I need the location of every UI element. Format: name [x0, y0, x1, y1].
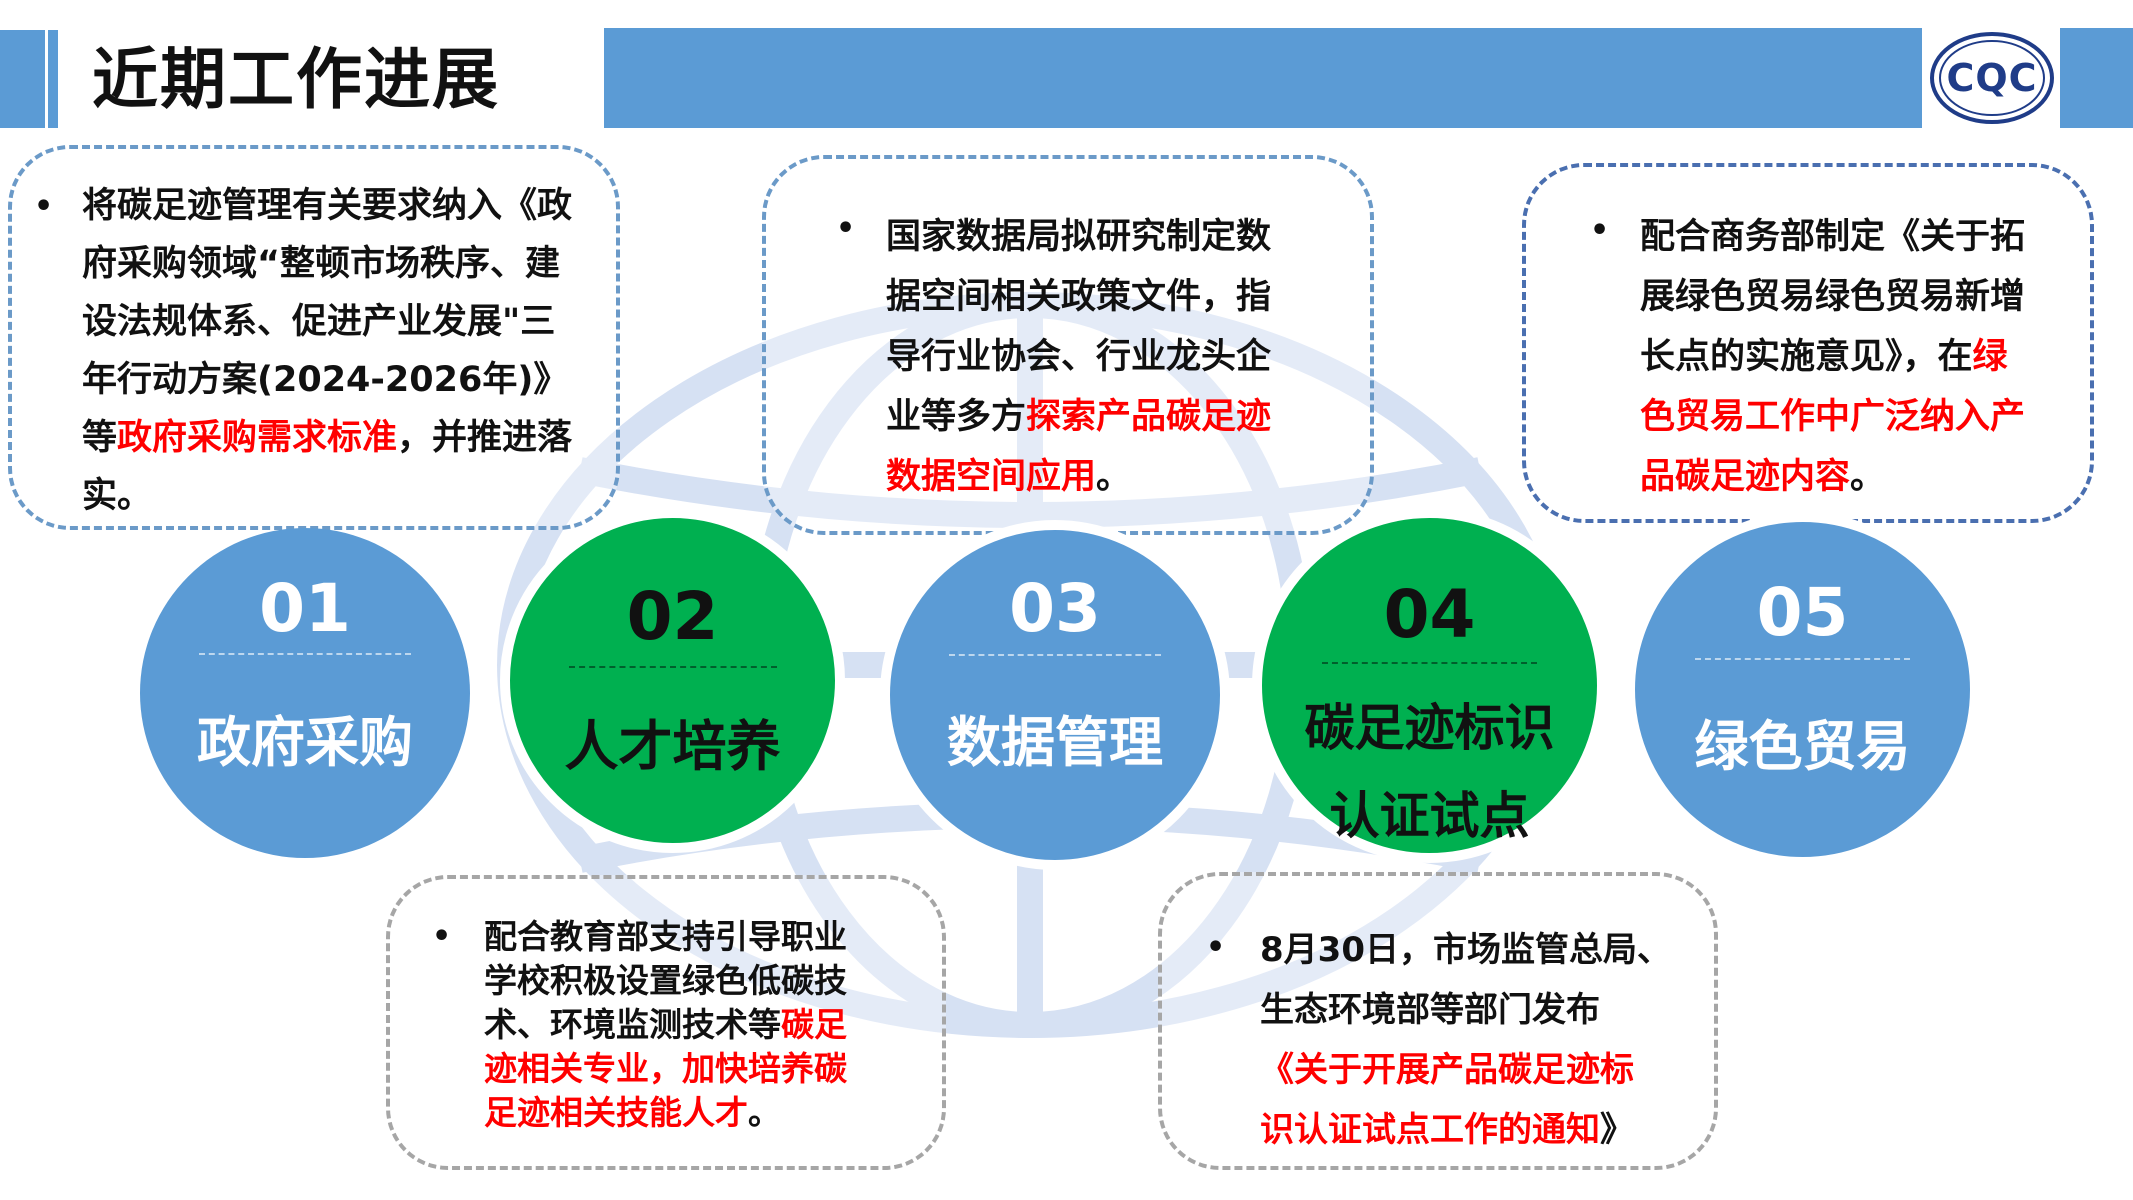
talent-training-box: • 配合教育部支持引导职业 学校积极设置绿色低碳技 术、环境监测技术等碳足 迹相… — [386, 875, 946, 1170]
text-line: 配合商务部制定《关于拓 — [1640, 217, 2026, 257]
circle-label: 绿色贸易 — [1694, 715, 1911, 778]
text-normal: 业等多方 — [886, 397, 1027, 437]
text-line: 等政府采购需求标准，并推进落 — [82, 409, 572, 467]
circle-number: 01 — [259, 570, 351, 647]
circle-02-talent-training: 02 人才培养 — [500, 508, 845, 853]
text-line: 学校积极设置绿色低碳技 — [484, 961, 847, 1000]
text-line: 国家数据局拟研究制定数 — [886, 217, 1272, 257]
text-line: 术、环境监测技术等碳足 — [484, 1003, 847, 1047]
bullet-icon: • — [432, 919, 452, 954]
cqc-logo-icon: CQC — [1928, 28, 2056, 128]
carbon-label-pilot-box: • 8月30日，市场监管总局、 生态环境部等部门发布 《关于开展产品碳足迹标 识… — [1158, 872, 1718, 1170]
text-line: 8月30日，市场监管总局、 — [1260, 930, 1671, 970]
highlight-text: 政府采购需求标准 — [117, 418, 398, 458]
circle-label: 认证试点 — [1329, 787, 1530, 845]
highlight-text: 数据空间应用 — [886, 457, 1097, 497]
green-trade-text: 配合商务部制定《关于拓 展绿色贸易绿色贸易新增 长点的实施意见》，在绿 色贸易工… — [1640, 207, 2025, 507]
circle-label: 碳足迹标识 — [1304, 699, 1555, 757]
text-line: 色贸易工作中广泛纳入产 — [1640, 387, 2025, 447]
text-line: 长点的实施意见》，在绿 — [1640, 327, 2025, 387]
circle-divider — [199, 653, 411, 655]
green-trade-box: • 配合商务部制定《关于拓 展绿色贸易绿色贸易新增 长点的实施意见》，在绿 色贸… — [1522, 163, 2094, 523]
circle-number: 02 — [626, 578, 719, 655]
talent-training-text: 配合教育部支持引导职业 学校积极设置绿色低碳技 术、环境监测技术等碳足 迹相关专… — [484, 915, 847, 1135]
text-normal: ，并推进落 — [397, 418, 573, 458]
text-line: 据空间相关政策文件，指 — [886, 277, 1272, 317]
text-line: 导行业协会、行业龙头企 — [886, 337, 1272, 377]
circle-divider — [568, 666, 777, 668]
circle-01-gov-procurement: 01 政府采购 — [140, 528, 470, 858]
text-line: 识认证试点工作的通知》 — [1260, 1100, 1671, 1160]
text-line: 《关于开展产品碳足迹标 — [1260, 1040, 1671, 1100]
bullet-icon: • — [1206, 930, 1226, 965]
text-normal: 。 — [748, 1093, 781, 1132]
circle-label: 政府采购 — [197, 711, 413, 774]
header-accent-block — [0, 30, 45, 128]
data-management-text: 国家数据局拟研究制定数 据空间相关政策文件，指 导行业协会、行业龙头企 业等多方… — [886, 207, 1271, 507]
highlight-text: 迹相关专业，加快培养碳 — [484, 1049, 847, 1088]
circle-05-green-trade: 05 绿色贸易 — [1625, 512, 1980, 867]
circle-divider — [1695, 658, 1910, 660]
highlight-text: 品碳足迹内容 — [1640, 457, 1851, 497]
text-line: 足迹相关技能人才。 — [484, 1091, 847, 1135]
text-normal: 。 — [1096, 457, 1132, 497]
text-normal: 术、环境监测技术等 — [484, 1005, 781, 1044]
highlight-text: 探索产品碳足迹 — [1026, 397, 1272, 437]
highlight-text: 绿 — [1972, 337, 2008, 377]
page-title: 近期工作进展 — [92, 41, 500, 118]
text-line: 实。 — [82, 476, 153, 516]
circle-number: 05 — [1756, 574, 1849, 651]
circle-divider — [1322, 662, 1537, 664]
logo-text: CQC — [1946, 56, 2038, 100]
text-line: 设法规体系、促进产业发展"三 — [82, 302, 556, 342]
text-line: 品碳足迹内容。 — [1640, 447, 2025, 507]
highlight-text: 识认证试点工作的通知 — [1260, 1110, 1600, 1150]
text-normal: 等 — [82, 418, 118, 458]
text-normal: 长点的实施意见》，在 — [1640, 337, 1973, 377]
gov-procurement-text: 将碳足迹管理有关要求纳入《政 府采购领域“整顿市场秩序、建 设法规体系、促进产业… — [82, 177, 572, 525]
text-normal: 》 — [1600, 1110, 1634, 1150]
circle-03-data-management: 03 数据管理 — [880, 520, 1230, 870]
text-line: 展绿色贸易绿色贸易新增 — [1640, 277, 2026, 317]
carbon-label-pilot-text: 8月30日，市场监管总局、 生态环境部等部门发布 《关于开展产品碳足迹标 识认证… — [1260, 920, 1671, 1160]
highlight-text: 《关于开展产品碳足迹标 — [1260, 1050, 1634, 1090]
text-line: 年行动方案(2024-2026年)》 — [82, 360, 569, 400]
highlight-text: 碳足 — [781, 1005, 847, 1044]
gov-procurement-box: • 将碳足迹管理有关要求纳入《政 府采购领域“整顿市场秩序、建 设法规体系、促进… — [8, 145, 620, 530]
text-line: 府采购领域“整顿市场秩序、建 — [82, 244, 561, 284]
highlight-text: 色贸易工作中广泛纳入产 — [1640, 397, 2026, 437]
bullet-icon: • — [34, 189, 54, 224]
text-normal: 。 — [1850, 457, 1886, 497]
text-line: 迹相关专业，加快培养碳 — [484, 1047, 847, 1091]
data-management-box: • 国家数据局拟研究制定数 据空间相关政策文件，指 导行业协会、行业龙头企 业等… — [762, 155, 1374, 535]
text-line: 配合教育部支持引导职业 — [484, 917, 847, 956]
text-line: 数据空间应用。 — [886, 447, 1271, 507]
header-accent-stripe — [48, 30, 58, 128]
circle-04-carbon-label-pilot: 04 碳足迹标识 认证试点 — [1252, 508, 1607, 863]
header-right-block — [2060, 28, 2133, 128]
bullet-icon: • — [836, 211, 856, 246]
circle-number: 04 — [1383, 576, 1476, 653]
text-line: 将碳足迹管理有关要求纳入《政 — [82, 186, 573, 226]
text-line: 生态环境部等部门发布 — [1260, 990, 1600, 1030]
circle-number: 03 — [1009, 570, 1101, 647]
circle-divider — [949, 654, 1161, 656]
circle-label: 数据管理 — [947, 711, 1163, 774]
text-line: 业等多方探索产品碳足迹 — [886, 387, 1271, 447]
header-bar — [604, 28, 1922, 128]
bullet-icon: • — [1590, 213, 1610, 248]
highlight-text: 足迹相关技能人才 — [484, 1093, 748, 1132]
circle-label: 人才培养 — [564, 715, 781, 778]
